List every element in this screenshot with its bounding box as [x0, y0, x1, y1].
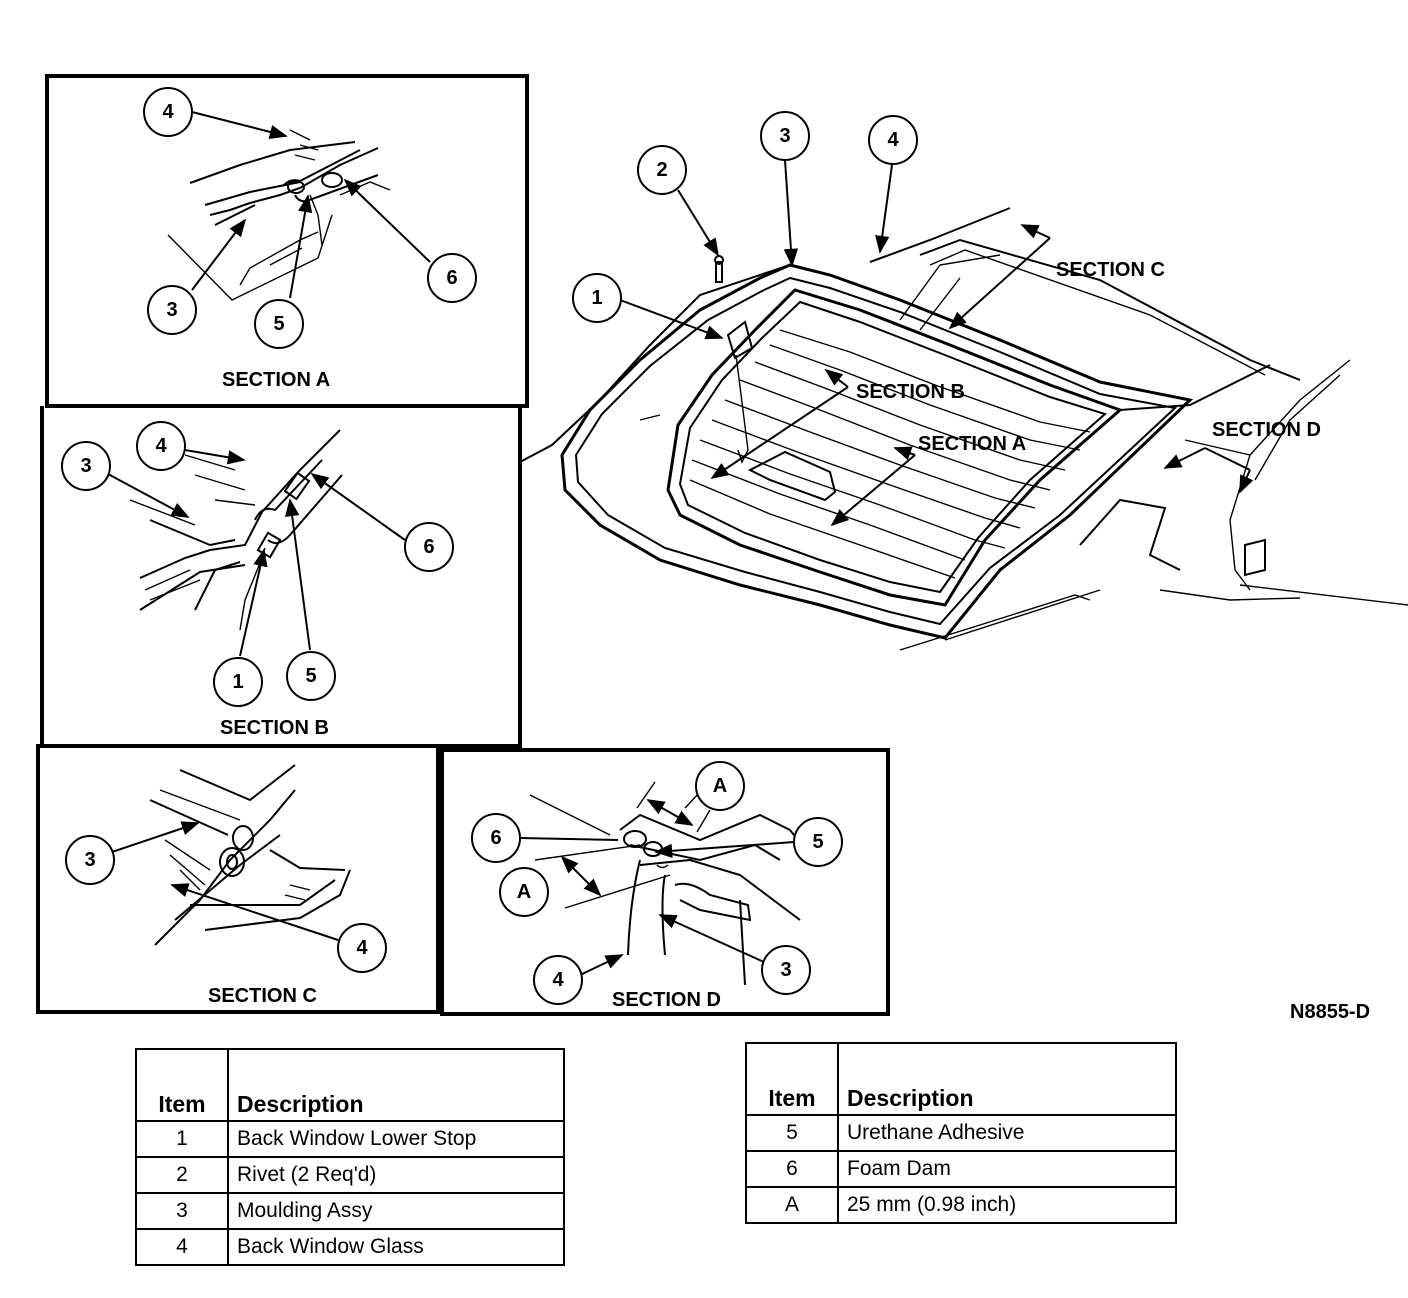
description-cell: Urethane Adhesive	[837, 1114, 1177, 1152]
callout-6: 6	[471, 813, 521, 863]
item-cell: 5	[745, 1114, 839, 1152]
section-a-panel: 4 3 5 6 SECTION A	[143, 87, 477, 391]
svg-text:5: 5	[305, 665, 316, 687]
header-item: Item	[135, 1048, 229, 1122]
table-row: 2 Rivet (2 Req'd)	[135, 1156, 565, 1194]
callout-3: 3	[760, 111, 810, 161]
svg-text:3: 3	[84, 849, 95, 871]
svg-text:3: 3	[780, 959, 791, 981]
svg-text:2: 2	[656, 159, 667, 181]
table-row: 3 Moulding Assy	[135, 1192, 565, 1230]
callout-4: 4	[136, 421, 186, 471]
callout-4: 4	[143, 87, 193, 137]
main-label-section-a: SECTION A	[918, 433, 1026, 455]
header-item: Item	[745, 1042, 839, 1116]
table-row: 1 Back Window Lower Stop	[135, 1120, 565, 1158]
header-description: Description	[227, 1048, 565, 1122]
svg-text:6: 6	[490, 827, 501, 849]
main-view: 1 2 3 4 SECTION A SECTION B SECTION C SE…	[519, 111, 1408, 651]
svg-text:4: 4	[155, 435, 167, 457]
callout-1: 1	[213, 657, 263, 707]
main-label-section-d: SECTION D	[1212, 419, 1321, 441]
callout-2: 2	[637, 145, 687, 195]
svg-text:A: A	[517, 881, 531, 903]
svg-text:4: 4	[552, 969, 564, 991]
callout-5: 5	[793, 817, 843, 867]
main-label-section-b: SECTION B	[856, 381, 965, 403]
section-c-panel: 3 4 SECTION C	[65, 764, 387, 1007]
panel-frames	[36, 74, 890, 1016]
table-row: 4 Back Window Glass	[135, 1228, 565, 1266]
legend-table-right: Item Description 5 Urethane Adhesive 6 F…	[745, 1042, 1177, 1224]
item-cell: A	[745, 1186, 839, 1224]
callout-6: 6	[427, 253, 477, 303]
main-label-section-c: SECTION C	[1056, 259, 1165, 281]
header-description: Description	[837, 1042, 1177, 1116]
callout-3: 3	[61, 441, 111, 491]
main-view-drawing	[519, 207, 1408, 651]
description-cell: Back Window Lower Stop	[227, 1120, 565, 1158]
item-cell: 1	[135, 1120, 229, 1158]
callout-5: 5	[286, 651, 336, 701]
table-row: 5 Urethane Adhesive	[745, 1114, 1177, 1152]
legend-header-row: Item Description	[135, 1048, 565, 1122]
description-cell: Rivet (2 Req'd)	[227, 1156, 565, 1194]
description-cell: Back Window Glass	[227, 1228, 565, 1266]
legend-header-row: Item Description	[745, 1042, 1177, 1116]
item-cell: 3	[135, 1192, 229, 1230]
callout-3: 3	[761, 945, 811, 995]
callout-6: 6	[404, 522, 454, 572]
svg-text:5: 5	[273, 313, 284, 335]
svg-text:3: 3	[779, 125, 790, 147]
svg-text:6: 6	[446, 267, 457, 289]
section-d-panel: A 6 5 A 4 3 SECTION D	[471, 761, 843, 1011]
section-a-drawing	[167, 129, 391, 301]
svg-text:4: 4	[356, 937, 368, 959]
callout-a: A	[695, 761, 745, 811]
section-c-drawing	[149, 764, 351, 946]
section-c-title: SECTION C	[208, 985, 317, 1007]
svg-text:1: 1	[232, 671, 243, 693]
legend-table-left: Item Description 1 Back Window Lower Sto…	[135, 1048, 565, 1266]
section-a-title: SECTION A	[222, 369, 330, 391]
description-cell: 25 mm (0.98 inch)	[837, 1186, 1177, 1224]
table-row: A 25 mm (0.98 inch)	[745, 1186, 1177, 1224]
section-b-title: SECTION B	[220, 717, 329, 739]
table-row: 6 Foam Dam	[745, 1150, 1177, 1188]
callout-4: 4	[337, 923, 387, 973]
callout-4: 4	[533, 955, 583, 1005]
svg-text:3: 3	[80, 455, 91, 477]
svg-text:3: 3	[166, 299, 177, 321]
callout-a: A	[499, 867, 549, 917]
figure-id: N8855-D	[1290, 1001, 1370, 1023]
callout-5: 5	[254, 299, 304, 349]
svg-text:4: 4	[887, 129, 899, 151]
callout-1: 1	[572, 273, 622, 323]
description-cell: Moulding Assy	[227, 1192, 565, 1230]
callout-3: 3	[147, 285, 197, 335]
section-b-panel: 4 3 6 1 5 SECTION B	[61, 421, 454, 739]
section-d-title: SECTION D	[612, 989, 721, 1011]
svg-text:1: 1	[591, 287, 602, 309]
svg-text:A: A	[713, 775, 727, 797]
item-cell: 4	[135, 1228, 229, 1266]
item-cell: 6	[745, 1150, 839, 1188]
callout-4: 4	[868, 115, 918, 165]
item-cell: 2	[135, 1156, 229, 1194]
callout-3: 3	[65, 835, 115, 885]
svg-text:5: 5	[812, 831, 823, 853]
description-cell: Foam Dam	[837, 1150, 1177, 1188]
svg-text:6: 6	[423, 536, 434, 558]
svg-text:4: 4	[162, 101, 174, 123]
